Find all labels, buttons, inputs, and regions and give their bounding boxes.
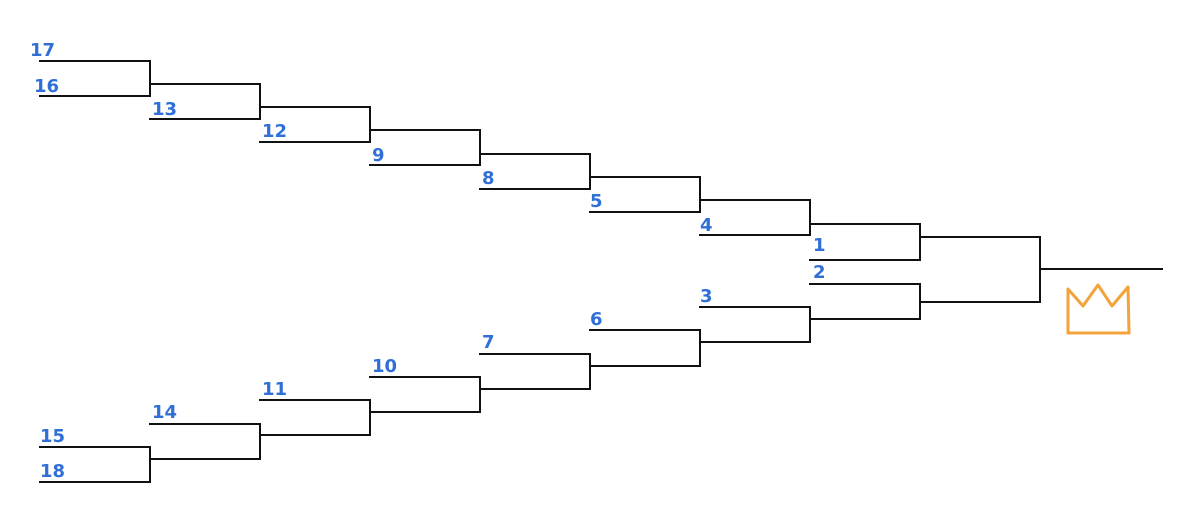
seed-11: 11: [262, 379, 287, 400]
match-lower-r5: [479, 353, 591, 390]
seed-17: 17: [30, 40, 55, 61]
bracket-lines: [39, 60, 1163, 483]
match-upper-r4: [369, 129, 481, 166]
match-upper-r2: [149, 83, 261, 120]
match-upper-r6: [589, 176, 701, 213]
match-upper-r8: [809, 223, 921, 261]
seed-3: 3: [700, 286, 713, 307]
seed-12: 12: [262, 121, 287, 142]
seed-5: 5: [590, 191, 603, 212]
seed-7: 7: [482, 332, 495, 353]
match-upper-r5: [479, 153, 591, 190]
match-upper-r7: [699, 199, 811, 236]
seed-15: 15: [40, 426, 65, 447]
match-lower-r7: [699, 306, 811, 343]
seed-14: 14: [152, 402, 177, 423]
match-lower-r6: [589, 329, 701, 367]
match-lower-r4: [369, 376, 481, 413]
seed-16: 16: [34, 76, 59, 97]
seed-6: 6: [590, 309, 603, 330]
match-17-16: [39, 60, 151, 97]
seed-1: 1: [813, 235, 826, 256]
final-match: [919, 236, 1041, 303]
match-15-18: [39, 446, 151, 483]
match-lower-r3: [259, 399, 371, 436]
seed-labels: 17 16 13 12 9 8 5 4 1 2 3 6 7 10 11 14 1…: [30, 40, 826, 482]
seed-4: 4: [700, 215, 713, 236]
seed-9: 9: [372, 145, 385, 166]
match-lower-r8: [809, 283, 921, 320]
seed-13: 13: [152, 99, 177, 120]
match-lower-r2: [149, 423, 261, 460]
seed-18: 18: [40, 461, 65, 482]
match-upper-r3: [259, 106, 371, 143]
seed-8: 8: [482, 168, 495, 189]
seed-10: 10: [372, 356, 397, 377]
seed-2: 2: [813, 262, 826, 283]
crown-icon: [1066, 283, 1131, 335]
